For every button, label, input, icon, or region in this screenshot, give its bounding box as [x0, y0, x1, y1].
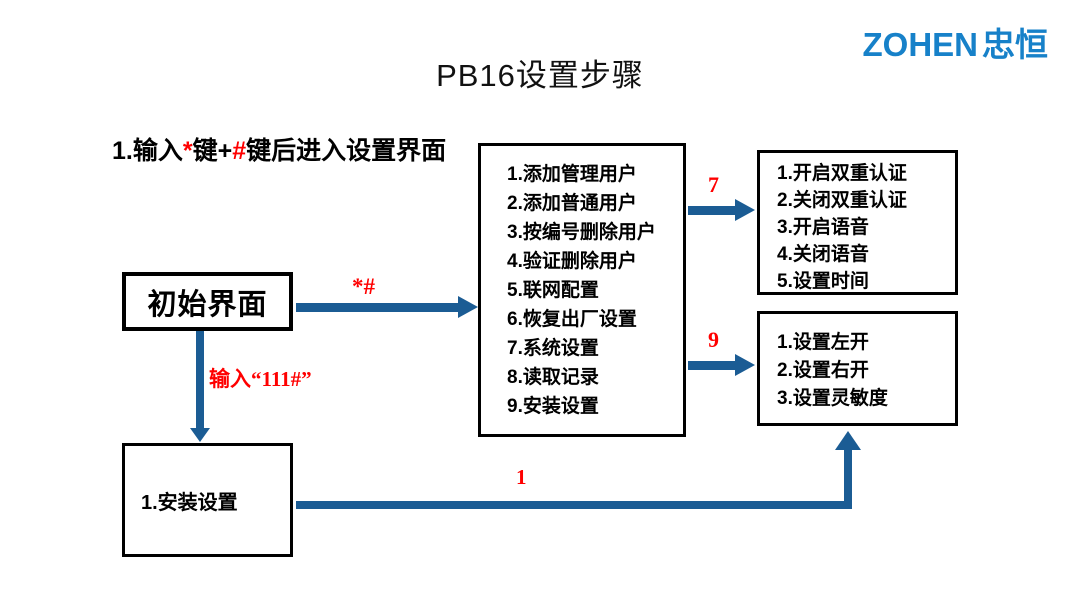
arrow-9-head-icon: [735, 354, 755, 376]
install-settings-item: 1.设置左开: [777, 332, 869, 353]
system-settings-item: 3.开启语音: [777, 217, 869, 238]
arrow-starhash-head-icon: [458, 296, 478, 318]
menu-item: 5.联网配置: [507, 280, 599, 301]
arrow-1-head-icon: [835, 431, 861, 450]
star-key: *: [182, 137, 193, 165]
arrow-9-line: [688, 361, 735, 370]
menu-item: 1.添加管理用户: [507, 164, 637, 185]
system-settings-item: 2.关闭双重认证: [777, 190, 907, 211]
arrow-7-line: [688, 206, 735, 215]
arrow-7-head-icon: [735, 199, 755, 221]
arrow-111-label: 输入“111#”: [209, 367, 312, 391]
arrow-9-label: 9: [708, 327, 719, 352]
initial-screen-box: 初始界面: [122, 272, 293, 331]
install-settings-box: 1.设置左开 2.设置右开 3.设置灵敏度: [757, 311, 958, 426]
arrow-1-hline: [296, 501, 852, 509]
step1-instruction: 1.输入*键+#键后进入设置界面: [112, 131, 446, 167]
system-settings-box: 1.开启双重认证 2.关闭双重认证 3.开启语音 4.关闭语音 5.设置时间: [757, 150, 958, 295]
menu-item: 7.系统设置: [507, 338, 599, 359]
install-settings-item: 3.设置灵敏度: [777, 388, 888, 409]
menu-item: 8.读取记录: [507, 367, 599, 388]
install-settings-item: 2.设置右开: [777, 360, 869, 381]
arrow-starhash-line: [296, 303, 458, 312]
system-settings-item: 4.关闭语音: [777, 244, 869, 265]
install-entry-label: 1.安装设置: [141, 491, 238, 514]
initial-screen-label: 初始界面: [147, 288, 268, 321]
arrow-starhash-label: *#: [352, 274, 375, 299]
arrow-7-label: 7: [708, 172, 719, 197]
menu-item: 6.恢复出厂设置: [507, 309, 637, 330]
system-settings-item: 1.开启双重认证: [777, 163, 907, 184]
system-settings-item: 5.设置时间: [777, 271, 869, 292]
menu-item: 2.添加普通用户: [507, 193, 637, 214]
arrow-111-line: [196, 331, 204, 428]
main-menu-box: 1.添加管理用户 2.添加普通用户 3.按编号删除用户 4.验证删除用户 5.联…: [478, 143, 686, 437]
menu-item: 9.安装设置: [507, 396, 599, 417]
instruction-part2: 键+: [192, 137, 233, 165]
logo-text-en: ZOHEN: [862, 26, 979, 63]
arrow-1-vline: [844, 449, 852, 509]
install-entry-box: 1.安装设置: [122, 443, 293, 557]
instruction-part1: 1.输入: [112, 137, 183, 165]
arrow-1-label: 1: [516, 465, 527, 489]
page-title: PB16设置步骤: [436, 58, 644, 93]
menu-item: 3.按编号删除用户: [507, 222, 656, 243]
hash-key: #: [232, 137, 247, 165]
logo-text-cn: 忠恒: [982, 26, 1048, 63]
arrow-111-head-icon: [190, 428, 210, 442]
instruction-part3: 键后进入设置界面: [246, 137, 447, 165]
menu-item: 4.验证删除用户: [507, 251, 637, 272]
